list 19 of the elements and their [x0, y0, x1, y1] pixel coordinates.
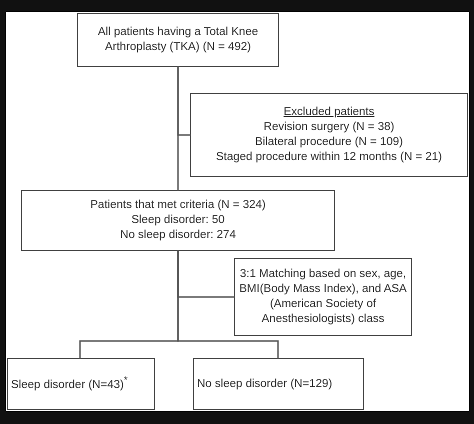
box-text: Patients that met criteria (N = 324)	[89, 198, 267, 214]
process-box	[193, 358, 364, 410]
box-text: No sleep disorder (N=129)	[197, 376, 334, 392]
box-text: Revision surgery (N = 38)	[262, 120, 396, 135]
box-heading: Excluded patients	[282, 105, 376, 120]
box-text: Staged procedure within 12 months (N = 21)	[215, 150, 443, 165]
box-text: All patients having a Total Knee Arthroplasty (TKA) (N = 492)	[96, 25, 260, 55]
connector-line	[177, 67, 179, 190]
process-box	[234, 258, 412, 336]
connector-line	[177, 251, 279, 358]
process-box	[7, 358, 155, 410]
box-text: Sleep disorder (N=43)$^{*}$	[11, 375, 129, 393]
box-text: No sleep disorder: 274	[119, 228, 237, 243]
process-box	[21, 190, 335, 251]
box-text: 3:1 Matching based on sex, age, BMI(Body Mass Index), and ASA (American Society of Anesthesiologists) class	[238, 267, 408, 327]
process-box	[77, 13, 279, 67]
box-text: Sleep disorder: 50	[130, 213, 226, 228]
box-text: Bilateral procedure (N = 109)	[254, 135, 404, 150]
process-box	[190, 93, 468, 177]
